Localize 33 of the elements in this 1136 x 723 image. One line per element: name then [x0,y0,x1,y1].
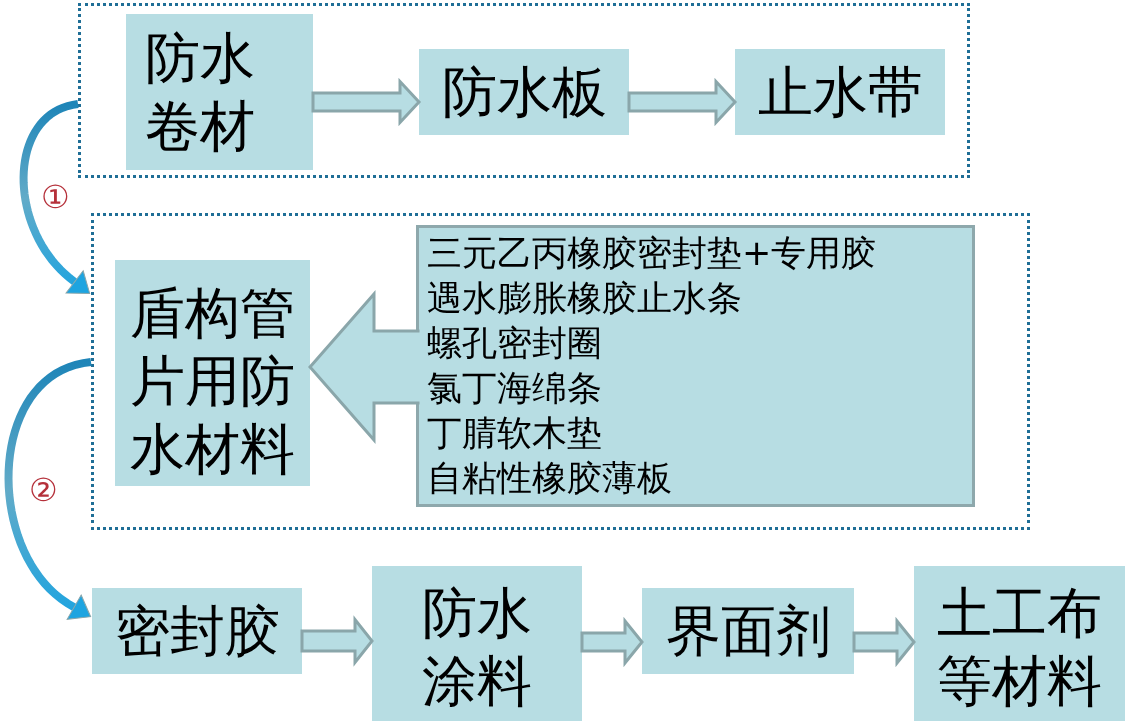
callout-box [416,225,975,507]
block-arrow [627,77,738,127]
process-box [914,566,1125,721]
list-item: 螺孔密封圈 [427,322,603,365]
process-box [92,588,302,674]
box-label: 止水带 [756,59,924,126]
process-box [115,260,310,486]
process-box [735,49,945,135]
block-arrow [308,290,421,444]
box-label: 密封胶 [113,598,281,665]
block-arrow [300,615,374,667]
list-item: 丁腈软木垫 [427,412,603,455]
block-arrow [311,77,422,127]
list-item: 三元乙丙橡胶密封垫+专用胶 [427,232,878,275]
curved-arrow [4,358,92,620]
box-label: 防水板 [440,59,608,126]
list-item: 氯丁海绵条 [427,367,603,410]
block-arrow [852,616,916,668]
dotted-frame [91,213,1030,530]
box-label: 防水涂料 [421,579,533,715]
box-label: 防水卷材 [145,25,256,160]
box-label: 界面剂 [664,598,832,665]
list-item: 自粘性橡胶薄板 [427,457,673,500]
list-item: 遇水膨胀橡胶止水条 [427,277,743,320]
process-box [419,49,629,135]
process-box [126,14,313,170]
process-box [372,566,582,721]
process-box [642,588,854,674]
block-arrow [580,616,644,668]
dotted-frame [78,3,970,178]
curved-arrow [19,100,91,294]
box-label: 土工布等材料 [936,579,1103,715]
box-label: 盾构管片用防水材料 [129,280,296,483]
